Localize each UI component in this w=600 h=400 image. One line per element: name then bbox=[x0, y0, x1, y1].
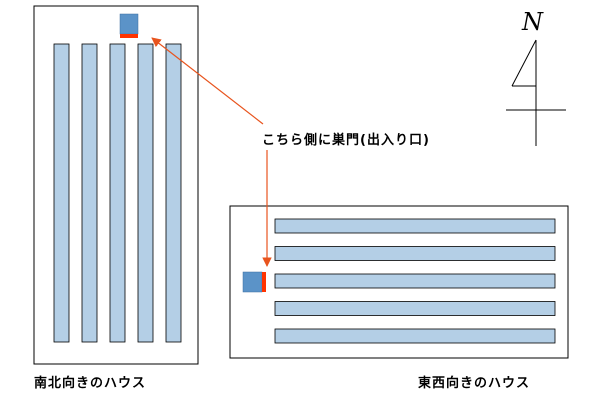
bed-ew bbox=[274, 273, 556, 289]
house-ew-caption: 東西向きのハウス bbox=[418, 376, 531, 391]
bed-ns bbox=[81, 43, 98, 343]
house-north-south bbox=[33, 5, 199, 365]
bed-ew bbox=[274, 328, 556, 344]
hive-ns-entrance-mark bbox=[120, 34, 138, 38]
north-label: N bbox=[522, 8, 543, 36]
hive-ew-entrance-mark bbox=[262, 272, 266, 292]
arrow-to-ns-entrance bbox=[151, 37, 264, 125]
bed-ns bbox=[137, 43, 154, 343]
house-ns-caption: 南北向きのハウス bbox=[34, 376, 147, 391]
entrance-label: こちら側に巣門(出入り口) bbox=[262, 133, 430, 148]
bed-ns bbox=[165, 43, 182, 343]
bed-ns bbox=[53, 43, 70, 343]
house-ns-beds bbox=[53, 43, 182, 343]
north-arrow-icon bbox=[506, 39, 566, 146]
bed-ew bbox=[274, 301, 556, 316]
hive-ew bbox=[242, 271, 263, 293]
hive-ns bbox=[119, 13, 139, 35]
bed-ew bbox=[274, 218, 556, 234]
bed-ew bbox=[274, 246, 556, 261]
bed-ns bbox=[109, 43, 126, 343]
house-ew-beds bbox=[274, 218, 556, 344]
house-east-west bbox=[229, 205, 569, 359]
